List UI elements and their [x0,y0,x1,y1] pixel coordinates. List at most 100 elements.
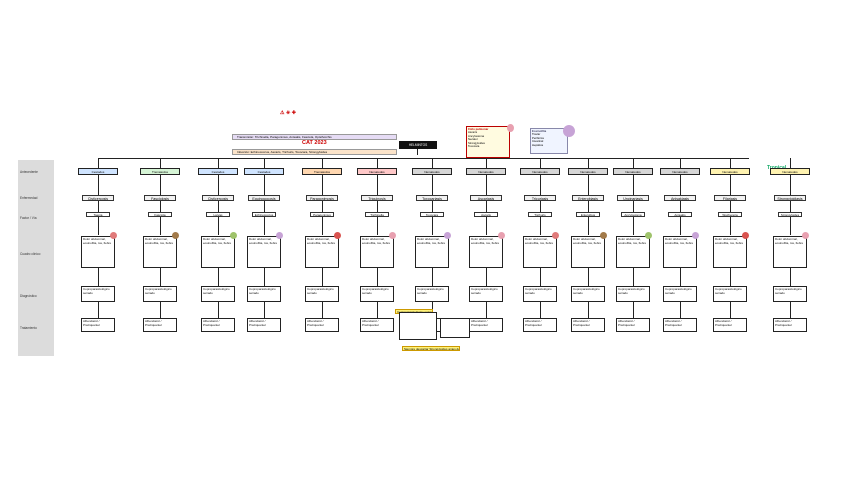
eosinophilia-title: Eosinofilia [532,129,547,133]
connector [680,175,681,195]
treatment-box: Albendazol / Praziquantel [201,318,235,332]
diagnosis-box: Coproparasitológico seriado [713,286,747,302]
connector [98,175,99,195]
connector [98,302,99,318]
clinical-box: Dolor abdominal, eosinofilia, tos, fiebr… [523,236,557,268]
connector [540,158,541,168]
organ-icon [389,232,396,239]
treatment-box: Albendazol / Praziquantel [247,318,281,332]
connector [540,175,541,195]
connector [432,158,433,168]
connector [633,201,634,212]
group-head: Cestodos [244,168,284,175]
disease-vector: Strongyloides [778,212,802,217]
connector [322,175,323,195]
disease-vector: Paragonimus [310,212,334,217]
organ-icon [444,232,451,239]
pulmonary-cycle-box: Ciclo pulmonar Ascaris Ancylostoma Necat… [466,126,510,158]
organ-icon [172,232,179,239]
clinical-box: Dolor abdominal, eosinofilia, tos, fiebr… [571,236,605,268]
connector [486,158,487,168]
lungs-icon [563,125,575,137]
connector [680,158,681,168]
connector [680,268,681,286]
disease-name: Strongyloidiasis [774,195,806,201]
group-head: Trematodos [302,168,342,175]
connector [160,302,161,318]
connector [98,201,99,212]
connector [588,201,589,212]
connector [160,201,161,212]
diagnosis-box: Coproparasitológico seriado [143,286,177,302]
list-item: Tisular [532,132,541,137]
clinical-box: Dolor abdominal, eosinofilia, tos, fiebr… [201,236,235,268]
group-head: Nematodos [466,168,506,175]
group-head: Nematodos [568,168,608,175]
connector [790,217,791,235]
connector [633,217,634,235]
diagnosis-box: Coproparasitológico seriado [201,286,235,302]
connector [540,201,541,212]
connector [633,158,634,168]
disease-name: Equinococosis [248,195,280,201]
connector [218,217,219,235]
connector [588,268,589,286]
clinical-box: Dolor abdominal, eosinofilia, tos, fiebr… [773,236,807,268]
organ-icon [742,232,749,239]
disease-vector: Taenia [86,212,110,217]
treatment-box: Albendazol / Praziquantel [360,318,394,332]
connector [218,175,219,195]
group-head: Nematodos [520,168,560,175]
connector [377,302,378,318]
connector [588,175,589,195]
disease-vector: Ascaris [474,212,498,217]
root-node: HELMINTOS [399,141,437,149]
connector [264,302,265,318]
page-title: CAT 2023 [302,140,327,146]
connector [322,201,323,212]
connector [486,217,487,235]
clinical-box: Dolor abdominal, eosinofilia, tos, fiebr… [360,236,394,268]
disease-name: Filariasis [714,195,746,201]
treatment-box: Albendazol / Praziquantel [713,318,747,332]
connector [377,268,378,286]
connector [264,158,265,168]
connector [730,201,731,212]
list-item: Toxocara [468,144,480,149]
connector [680,302,681,318]
group-head: Nematodos [412,168,452,175]
organ-icon [276,232,283,239]
connector [218,158,219,168]
connector [633,302,634,318]
eosinophilia-box: Eosinofilia Tisular Periférica Intestina… [530,128,568,154]
treatment-box: Albendazol / Praziquantel [143,318,177,332]
disease-name: Triquinosis [361,195,393,201]
treatment-box: Albendazol / Praziquantel [81,318,115,332]
list-item: Periférica [532,135,544,140]
connector [98,158,749,159]
disease-name: Uncinariasis [617,195,649,201]
connector [588,217,589,235]
organ-icon [498,232,505,239]
group-head: Nematodos [710,168,750,175]
treatment-box: Albendazol / Praziquantel [616,318,650,332]
connector [633,268,634,286]
connector [432,201,433,212]
connector [322,302,323,318]
diagnosis-box: Coproparasitológico seriado [415,286,449,302]
connector [730,158,731,168]
connector [680,217,681,235]
connector [790,268,791,286]
connector [218,268,219,286]
connector [432,217,433,235]
group-head: Nematodos [660,168,700,175]
group-head: Trematodos [140,168,180,175]
disease-vector: Echinococcus [252,212,276,217]
diagnosis-box: Coproparasitológico seriado [360,286,394,302]
connector [322,268,323,286]
organ-icon [600,232,607,239]
warning-note: Siempre descartar Strongyloides antes de… [402,346,460,351]
disease-vector: Trichuris [528,212,552,217]
disease-vector: Toxocara [420,212,444,217]
list-item: Hepática [532,142,544,147]
